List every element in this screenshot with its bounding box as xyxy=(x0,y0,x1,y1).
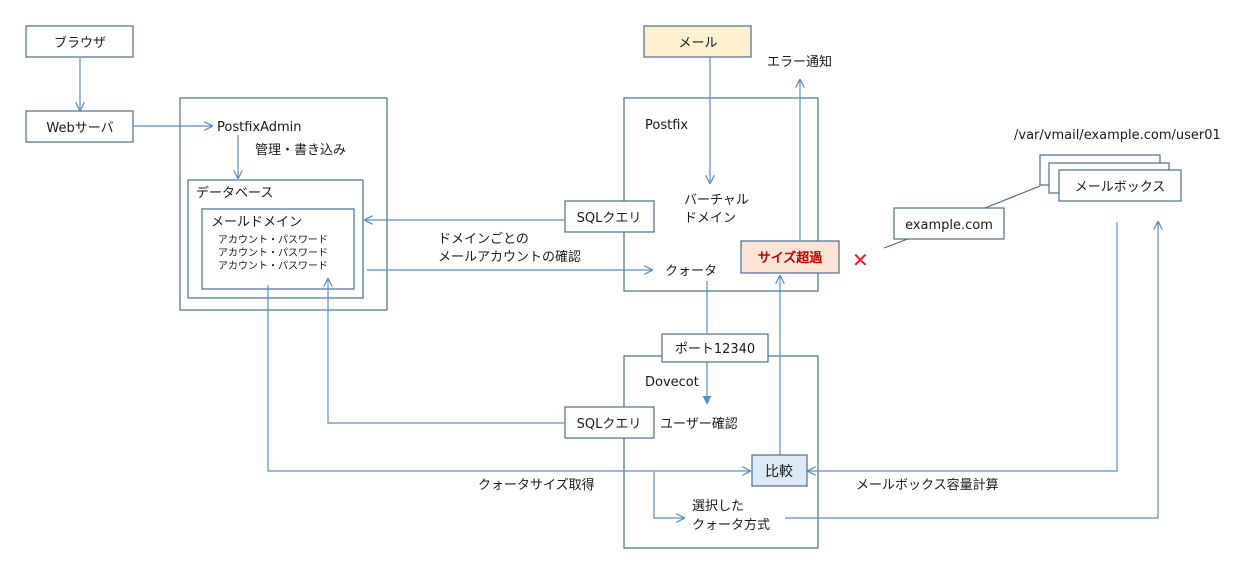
manage-write-label: 管理・書き込み xyxy=(255,143,346,158)
account-line-3: アカウント・パスワード xyxy=(218,260,328,272)
compare-label: 比較 xyxy=(765,464,793,480)
account-line-2: アカウント・パスワード xyxy=(218,247,328,259)
size-over-box xyxy=(740,240,840,274)
arrow-dovecot-sql-to-database xyxy=(328,279,564,424)
mailbox-path-label: /var/vmail/example.com/user01 xyxy=(1014,128,1221,143)
example-com-label: example.com xyxy=(905,218,993,233)
browser-label: ブラウザ xyxy=(54,35,106,51)
arrow-mailbox-to-compare xyxy=(808,222,1118,471)
error-notice-label: エラー通知 xyxy=(767,54,832,70)
size-over-label: サイズ超過 xyxy=(758,250,824,266)
virtual-domain-line-1: バーチャル xyxy=(684,193,749,208)
database-label: データベース xyxy=(196,185,273,201)
web-server-label: Webサーバ xyxy=(46,121,113,136)
web-server-box xyxy=(25,110,134,143)
postfixadmin-label: PostfixAdmin xyxy=(217,120,302,135)
arrow-to-quota-method xyxy=(653,472,684,518)
sql-query-postfix-box xyxy=(564,200,655,233)
cross-mark-icon: ✕ xyxy=(852,248,869,272)
arrow-quota-method-to-mailbox xyxy=(785,222,1158,519)
virtual-domain-line-2: ドメイン xyxy=(684,211,736,226)
account-line-1: アカウント・パスワード xyxy=(218,234,328,246)
mail-box xyxy=(643,25,752,58)
sql-query-dovecot-box xyxy=(564,406,655,439)
sql-query-postfix-label: SQLクエリ xyxy=(577,211,642,226)
dovecot-label: Dovecot xyxy=(645,375,699,390)
sql-query-dovecot-label: SQLクエリ xyxy=(577,417,642,432)
example-com-box xyxy=(893,207,1005,240)
quota-method-line-2: クォータ方式 xyxy=(692,517,770,533)
mailbox-capacity-label: メールボックス容量計算 xyxy=(856,477,999,493)
domain-check-line-2: メールアカウントの確認 xyxy=(438,249,581,265)
quota-postfix-label: クォータ xyxy=(665,264,717,279)
compare-box xyxy=(751,454,808,487)
port-box xyxy=(661,333,769,363)
mail-domain-label: メールドメイン xyxy=(211,215,302,230)
mail-label: メール xyxy=(678,36,717,51)
mailbox-box xyxy=(1058,169,1182,202)
user-check-label: ユーザー確認 xyxy=(660,416,738,432)
mailbox-label: メールボックス xyxy=(1075,180,1166,195)
arrow-quota-size-to-compare xyxy=(267,285,750,471)
quota-size-get-label: クォータサイズ取得 xyxy=(478,477,595,493)
port-label: ポート12340 xyxy=(675,342,755,357)
browser-box xyxy=(25,25,134,58)
mail-domain-box xyxy=(201,208,355,290)
domain-check-line-1: ドメインごとの xyxy=(438,231,529,247)
line-domain-to-mailbox xyxy=(984,185,1041,209)
dovecot-container xyxy=(623,355,819,549)
postfix-label: Postfix xyxy=(645,118,688,133)
quota-method-line-1: 選択した xyxy=(692,499,744,514)
